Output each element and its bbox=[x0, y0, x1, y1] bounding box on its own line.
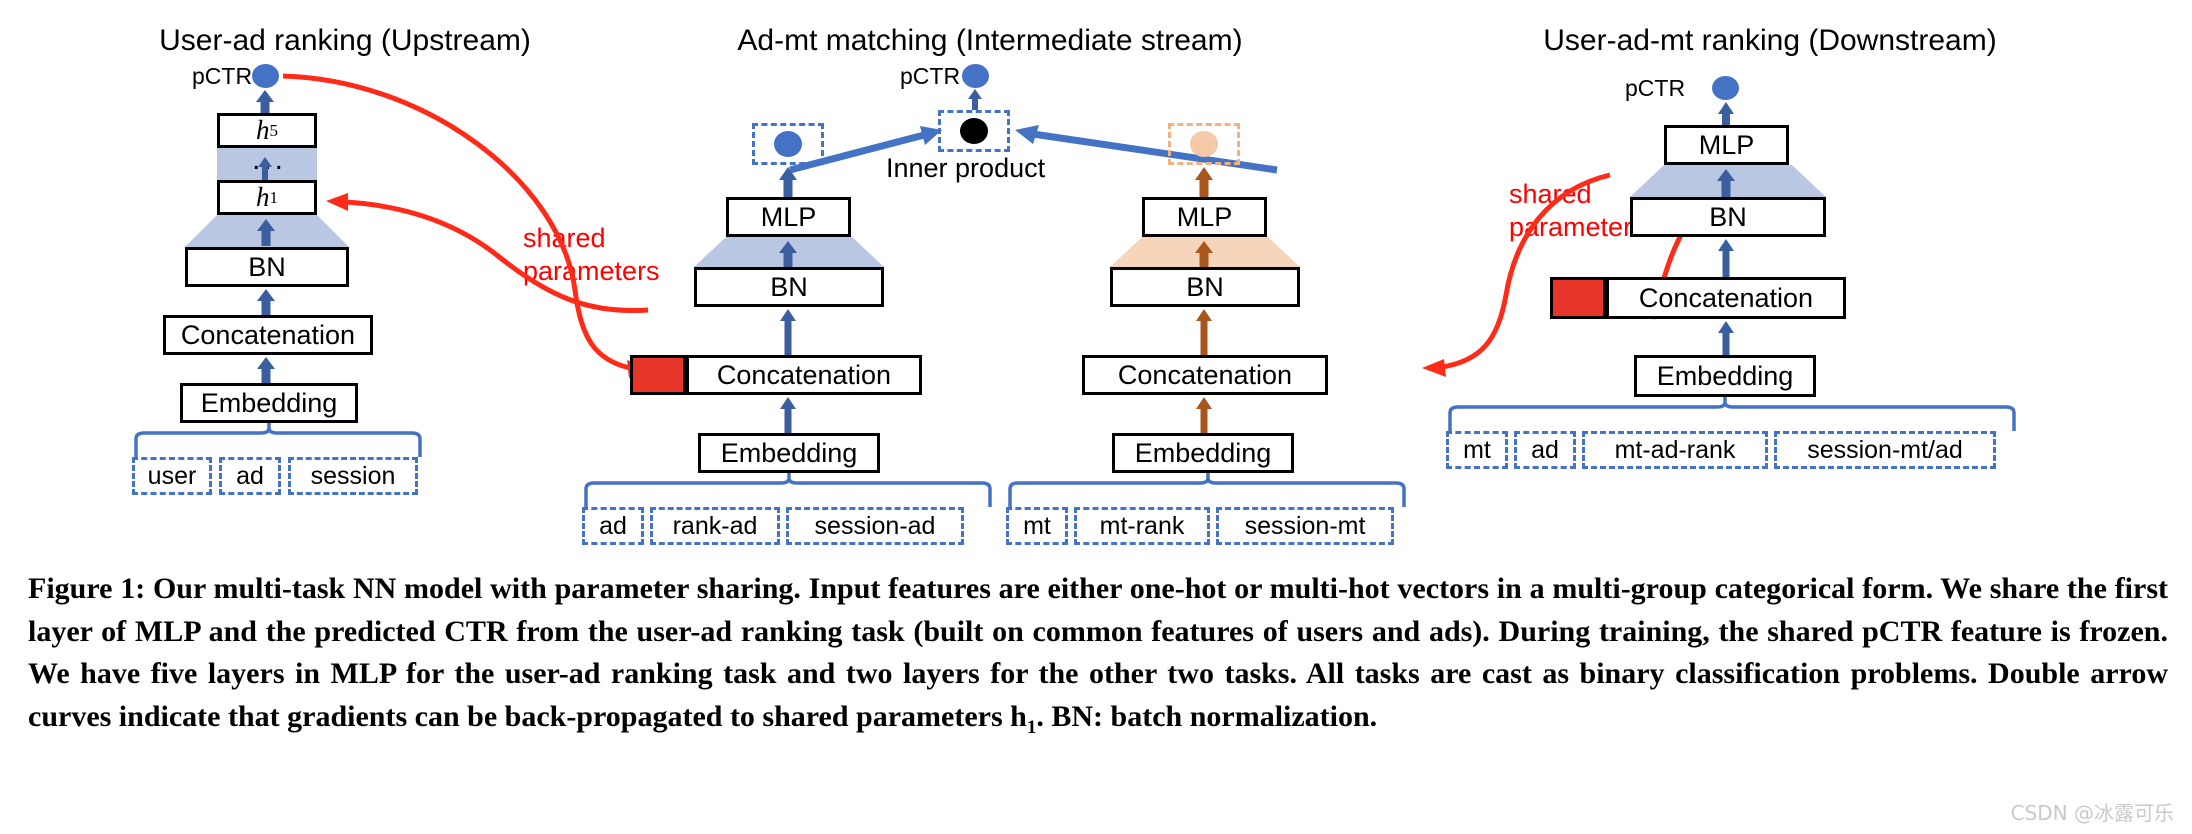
arrow-concat-to-bn-intermediate-left bbox=[780, 309, 796, 355]
shared-parameters-label-left: shared parameters bbox=[523, 222, 660, 288]
feature-box-mt-rank: mt-rank bbox=[1074, 507, 1210, 545]
watermark: CSDN @冰露可乐 bbox=[2010, 801, 2174, 825]
feature-box-mt-intermediate: mt bbox=[1006, 507, 1068, 545]
concatenation-box-intermediate-right: Concatenation bbox=[1082, 355, 1328, 395]
pctr-node-downstream bbox=[1712, 76, 1739, 100]
feature-box-user: user bbox=[132, 457, 212, 495]
arrow-mlp-to-rightvec bbox=[1195, 167, 1213, 197]
pctr-node-upstream bbox=[252, 64, 279, 88]
feature-box-session: session bbox=[288, 457, 418, 495]
feature-box-ad-intermediate: ad bbox=[582, 507, 644, 545]
concatenation-box-intermediate-left: Concatenation bbox=[686, 355, 922, 395]
bn-box-intermediate-left: BN bbox=[694, 267, 884, 307]
arrow-embedding-to-concat-upstream bbox=[257, 357, 275, 383]
embedding-box-intermediate-right: Embedding bbox=[1112, 433, 1294, 473]
feature-box-session-mt: session-mt bbox=[1216, 507, 1394, 545]
right-vector-holder bbox=[1168, 123, 1240, 165]
mlp-box-intermediate-right: MLP bbox=[1142, 197, 1267, 237]
red-curve-to-downstream-concat bbox=[1422, 172, 1611, 377]
feature-box-mt-downstream: mt bbox=[1446, 431, 1508, 469]
feature-brace-intermediate-left bbox=[584, 473, 992, 507]
bn-box-intermediate-right: BN bbox=[1110, 267, 1300, 307]
caption-sub: 1 bbox=[1026, 716, 1037, 738]
shared-pctr-slot-downstream bbox=[1550, 277, 1606, 319]
arrow-h1-to-h5 bbox=[258, 157, 272, 180]
concatenation-box-downstream: Concatenation bbox=[1606, 277, 1846, 319]
inner-product-label: Inner product bbox=[886, 153, 1046, 183]
arrow-concat-to-bn-upstream bbox=[257, 289, 275, 315]
pctr-label-intermediate: pCTR bbox=[900, 63, 961, 89]
layer-h1-label: h bbox=[256, 182, 270, 212]
mlp-box-intermediate-left: MLP bbox=[726, 197, 851, 237]
arrow-embedding-to-concat-downstream bbox=[1718, 321, 1734, 359]
feature-brace-downstream bbox=[1448, 397, 2016, 431]
column-title-intermediate: Ad-mt matching (Intermediate stream) bbox=[737, 24, 1243, 57]
pctr-label-downstream: pCTR bbox=[1625, 75, 1686, 101]
bn-box-upstream: BN bbox=[185, 247, 349, 287]
arrow-concat-to-bn-intermediate-right bbox=[1196, 309, 1212, 355]
arrow-bn-to-h1-upstream bbox=[257, 219, 275, 246]
inner-product-holder bbox=[938, 110, 1010, 152]
column-title-upstream: User-ad ranking (Upstream) bbox=[159, 24, 531, 57]
layer-h5-label: h bbox=[256, 115, 270, 145]
right-vector-node bbox=[1190, 131, 1218, 157]
column-title-downstream: User-ad-mt ranking (Downstream) bbox=[1543, 24, 1997, 57]
caption-part1: Figure 1: Our multi-task NN model with p… bbox=[28, 572, 2168, 733]
shared-pctr-slot-intermediate bbox=[630, 355, 686, 395]
feature-brace-upstream bbox=[134, 423, 422, 457]
embedding-box-intermediate-left: Embedding bbox=[698, 433, 880, 473]
caption-part2: . BN: batch normalization. bbox=[1036, 699, 1378, 733]
arrow-bn-to-mlp-intermediate-right bbox=[1195, 241, 1213, 268]
feature-box-mt-ad-rank: mt-ad-rank bbox=[1582, 431, 1768, 469]
feature-box-session-ad: session-ad bbox=[786, 507, 964, 545]
feature-brace-intermediate-right bbox=[1008, 473, 1406, 507]
feature-box-ad-downstream: ad bbox=[1514, 431, 1576, 469]
layer-h5-sub: 5 bbox=[269, 120, 279, 140]
feature-box-ad-upstream: ad bbox=[219, 457, 281, 495]
arrow-mlp-to-leftvec bbox=[779, 167, 797, 197]
arrow-innerproduct-to-pctr bbox=[968, 89, 982, 110]
embedding-box-upstream: Embedding bbox=[180, 383, 358, 423]
mlp-box-downstream: MLP bbox=[1664, 125, 1789, 165]
embedding-box-downstream: Embedding bbox=[1634, 355, 1816, 397]
feature-box-session-mt-ad: session-mt/ad bbox=[1774, 431, 1996, 469]
arrow-bn-to-mlp-intermediate-left bbox=[779, 241, 797, 268]
left-vector-holder bbox=[752, 123, 824, 165]
pctr-node-intermediate bbox=[962, 64, 989, 88]
feature-box-rank-ad: rank-ad bbox=[650, 507, 780, 545]
red-curve-concat-to-h1 bbox=[326, 193, 649, 314]
arrow-bn-to-mlp-downstream bbox=[1717, 169, 1735, 198]
shared-left-line2: parameters bbox=[523, 255, 660, 286]
arrow-concat-to-bn-downstream bbox=[1718, 239, 1734, 277]
pctr-label-upstream: pCTR bbox=[192, 63, 253, 89]
figure-caption: Figure 1: Our multi-task NN model with p… bbox=[28, 568, 2168, 742]
arrow-right-vec-to-innerproduct bbox=[1015, 125, 1278, 174]
left-vector-node bbox=[774, 131, 802, 157]
inner-product-node bbox=[960, 118, 988, 144]
bn-box-downstream: BN bbox=[1630, 197, 1826, 237]
concatenation-box-upstream: Concatenation bbox=[163, 315, 373, 355]
layer-h1-sub: 1 bbox=[269, 187, 279, 207]
